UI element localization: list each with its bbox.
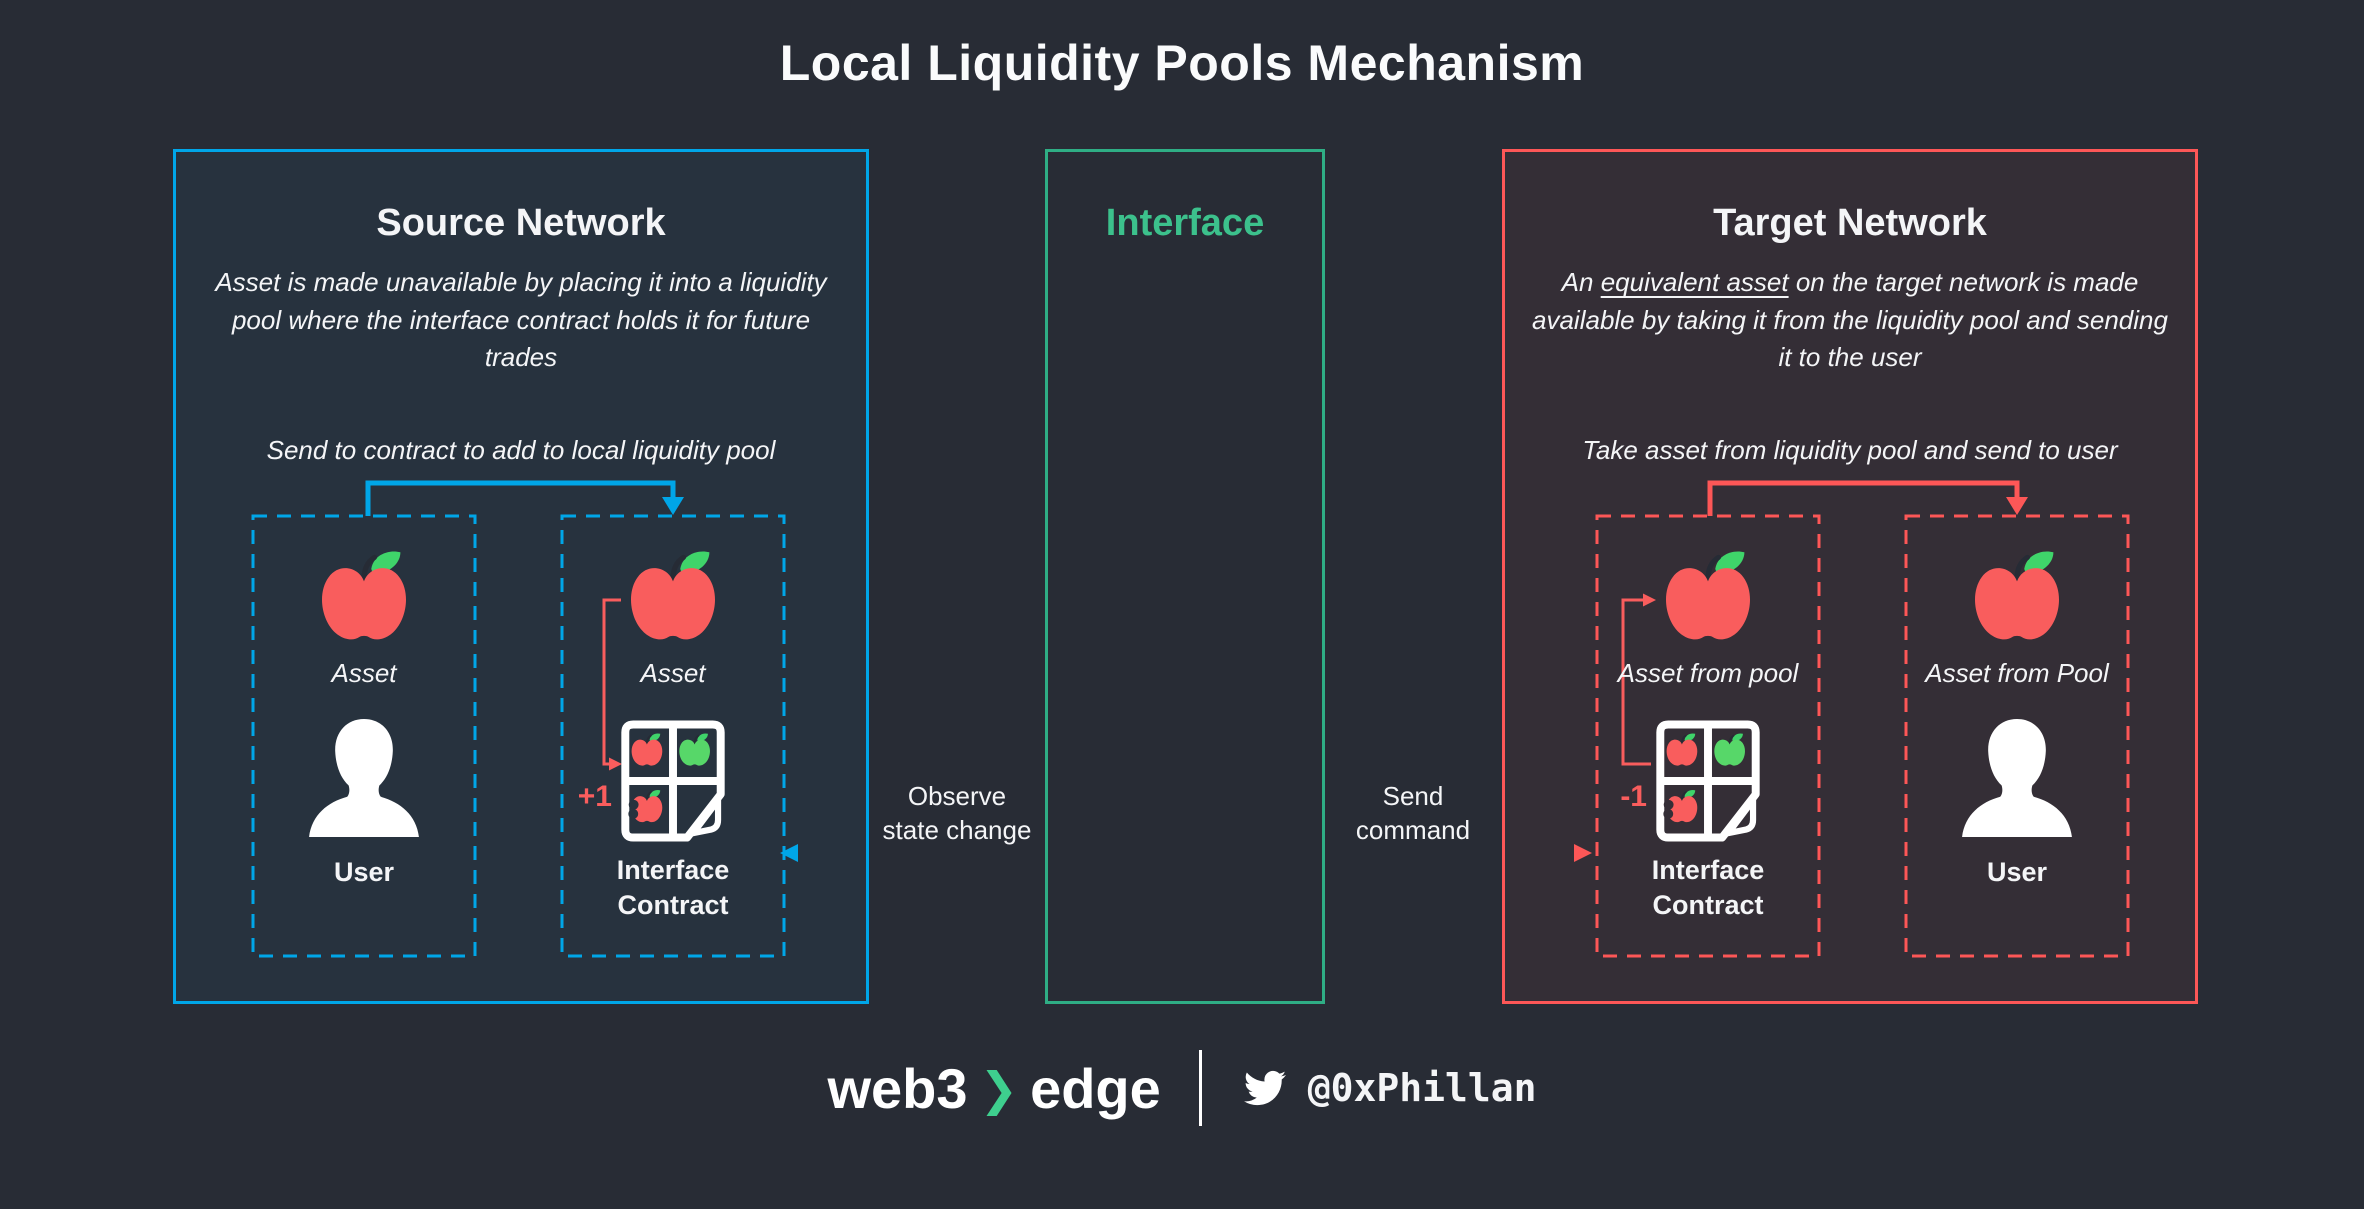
source-panel-hint: Send to contract to add to local liquidi… [266,435,776,465]
target-description-prefix: An [1561,267,1601,297]
asset-label: Asset [331,658,397,688]
observe-label-line1: Observe [907,781,1007,811]
twitter-credit: @0xPhillan [1240,1066,1537,1110]
target-user-box: Asset from Pool User [1906,516,2128,956]
send-to-contract-arrowhead [662,497,684,515]
footer: web3 ❯ edge @0xPhillan [0,1050,2364,1126]
send-arrow-label: Send command [1313,780,1513,848]
source-pool-box: Asset Interface Contract [562,516,784,956]
target-description-suffix: on the target network is made available … [1532,267,2168,373]
send-label-line2: command [1355,814,1471,845]
send-command-arrow [1326,844,1592,862]
interface-contract-label: Interface Contract [1651,855,1765,921]
send-arrowhead [1574,844,1592,862]
pool-to-user-arrow-line [1707,480,2020,516]
brand-left-text: web3 [827,1056,968,1120]
twitter-handle: @0xPhillan [1307,1066,1537,1110]
source-network-panel: +1 Source Network Asset is made unavaila… [173,149,869,1004]
pool-to-user-arrowhead [2006,497,2028,515]
user-label: User [333,857,395,887]
send-label-line1: Send [1382,781,1444,811]
target-network-panel: -1 Target Network An equivalent asset on… [1502,149,2198,1004]
apple-icon [1965,546,2069,650]
source-user-box: Asset User [253,516,475,956]
source-panel-title: Source Network [376,202,666,244]
asset-label: Asset [640,658,706,688]
asset-from-pool-label: Asset from pool [1617,658,1799,688]
observe-state-change-arrow [780,844,1046,862]
target-panel-description: An equivalent asset on the target networ… [1526,264,2174,377]
target-panel-title: Target Network [1713,202,1987,244]
apple-icon [621,546,725,650]
brand-right-text: edge [1030,1056,1161,1120]
user-label: User [1986,857,2048,887]
apple-icon [312,546,416,650]
send-to-contract-arrow-line [365,480,676,516]
observe-arrow-label: Observe state change [857,780,1057,848]
document-pool-icon [620,719,726,843]
twitter-bird-icon [1240,1067,1290,1109]
footer-divider [1198,1050,1202,1126]
document-pool-icon [1655,719,1761,843]
interface-contract-label: Interface Contract [616,855,730,921]
web3edge-logo: web3 ❯ edge [827,1056,1160,1121]
asset-from-pool-label: Asset from Pool [1925,658,2109,688]
observe-label-line2: state change [882,814,1032,845]
person-icon [1950,711,2084,845]
interface-panel-title: Interface [1105,202,1265,244]
target-pool-box: Asset from pool Interface Contract [1597,516,1819,956]
apple-icon [1656,546,1760,650]
page-title: Local Liquidity Pools Mechanism [779,35,1585,91]
target-description-underlined: equivalent asset [1600,267,1789,297]
target-panel-hint: Take asset from liquidity pool and send … [1582,435,2118,465]
chevron-right-icon: ❯ [979,1063,1019,1115]
interface-panel: Interface [1045,149,1325,1004]
person-icon [297,711,431,845]
observe-arrowhead [780,844,798,862]
source-panel-description: Asset is made unavailable by placing it … [215,267,827,373]
